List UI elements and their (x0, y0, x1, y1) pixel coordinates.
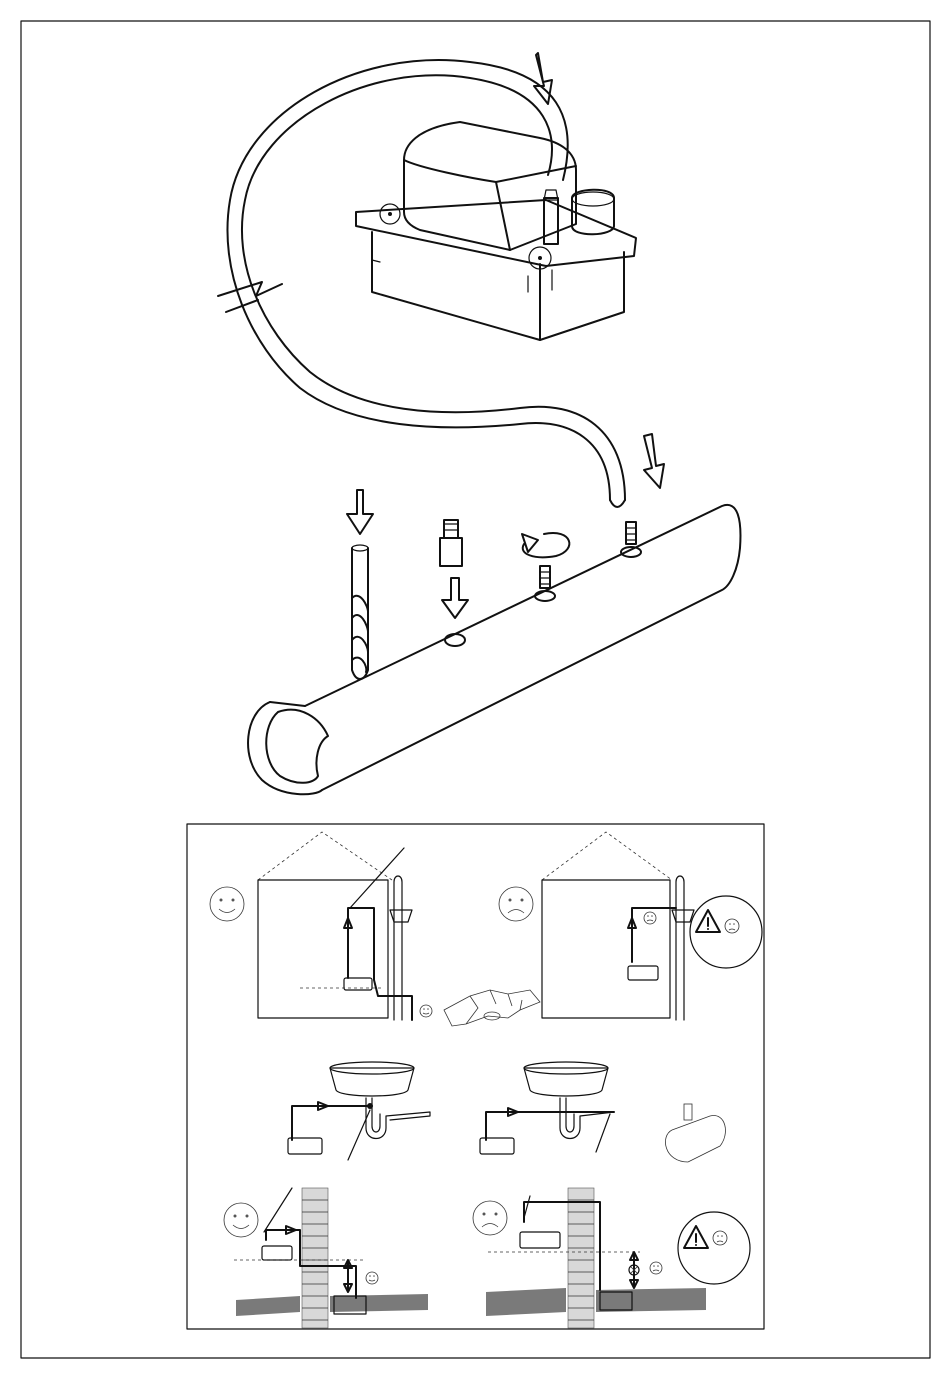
warning-triangle-icon (684, 1226, 708, 1248)
pvc-fitting-illustration (444, 990, 540, 1026)
good-house-diagram (210, 832, 540, 1026)
wall-height-diagram-bad (473, 1188, 750, 1328)
frowning-face-icon (713, 1231, 727, 1245)
installed-fitting (621, 522, 641, 557)
pipe-tapping (248, 434, 740, 794)
hose-fitting (440, 520, 462, 566)
arrow-icon (442, 578, 468, 618)
sink-connection-diagram (480, 1062, 725, 1162)
pump-body (356, 122, 636, 340)
sink-connection-diagram (288, 1062, 430, 1160)
frowning-face-icon (644, 912, 656, 924)
pump-assembly (218, 53, 636, 507)
arrow-icon (347, 490, 373, 534)
bad-house-diagram (499, 832, 762, 1020)
frowning-face-icon (725, 919, 739, 933)
rotate-icon (522, 533, 569, 557)
page-frame (21, 21, 930, 1358)
smiley-face-icon (224, 1203, 258, 1237)
smiley-face-icon (420, 1005, 432, 1017)
warning-triangle-icon (696, 910, 720, 932)
guide-frame (187, 824, 764, 1329)
frowning-face-icon (473, 1201, 507, 1235)
frowning-face-icon (499, 887, 533, 921)
installed-fitting (535, 566, 555, 601)
installation-guide (187, 824, 764, 1329)
flow-arrow-icon (534, 53, 552, 104)
warning-callout (690, 896, 762, 968)
smiley-face-icon (366, 1272, 378, 1284)
warning-callout (678, 1212, 750, 1284)
smiley-face-icon (210, 887, 244, 921)
wall-height-diagram-good (224, 1188, 428, 1328)
flow-arrow-icon (644, 434, 664, 488)
drill-bit (352, 545, 368, 679)
tube-break-mark (218, 282, 282, 312)
frowning-face-icon (650, 1262, 662, 1274)
pipe-fitting-illustration (665, 1104, 725, 1162)
drilled-hole (445, 634, 465, 646)
